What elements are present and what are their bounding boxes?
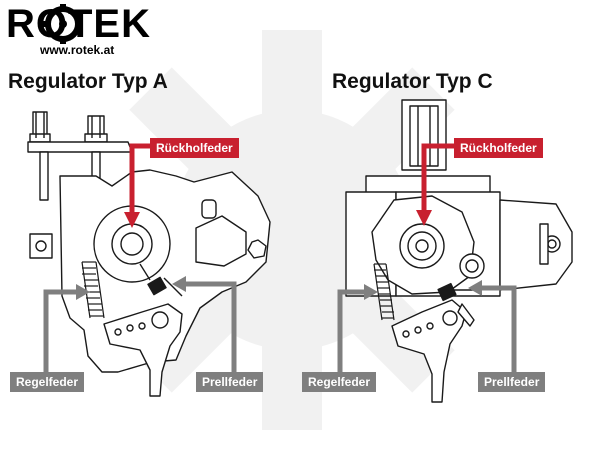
brand-url: www.rotek.at [40, 43, 115, 57]
panel-c-title: Regulator Typ C [332, 70, 493, 93]
callout-arrows [43, 143, 517, 372]
panel-c-return-spring-label: Rückholfeder [454, 138, 543, 158]
panel-a-control-spring-label: Regelfeder [10, 372, 85, 392]
panel-c-buffer-spring-label: Prellfeder [478, 372, 546, 392]
panel-c-control-spring-label: Regelfeder [302, 372, 377, 392]
brand-gear-icon [43, 4, 83, 44]
panel-a-title: Regulator Typ A [8, 70, 168, 93]
panel-a-return-spring-label: Rückholfeder [150, 138, 239, 158]
brand-name: ROTEK [6, 2, 151, 46]
panel-a-buffer-spring-label: Prellfeder [196, 372, 264, 392]
regulator-a-drawing [27, 111, 271, 397]
regulator-c-drawing [345, 99, 573, 403]
brand-logo: ROTEK [6, 4, 151, 44]
